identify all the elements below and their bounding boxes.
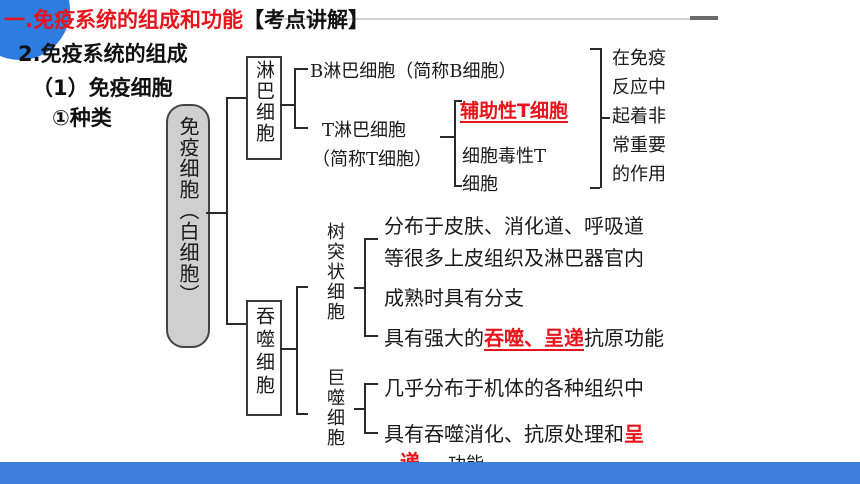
phago-brace-vertical — [296, 286, 298, 414]
cytotoxic-t-text-2: 细胞 — [462, 174, 498, 195]
dend-item-3-post: 抗原功能 — [584, 326, 664, 350]
t-cell-text-2: （简称T细胞） — [312, 149, 433, 170]
macro-item-2-pre: 具有吞噬消化、抗原处理和 — [384, 422, 624, 446]
role-brace-bottom-arm — [590, 187, 600, 189]
footer-bar — [0, 462, 860, 484]
dend-brace-stem — [354, 287, 364, 289]
phago-brace-stem — [280, 348, 296, 350]
lymph-brace-bottom — [294, 127, 308, 129]
dendritic-label: 树突状细胞 — [324, 222, 345, 322]
dend-item-3: 具有强大的吞噬、呈递抗原功能 — [384, 322, 664, 351]
t-brace-top — [454, 100, 462, 102]
decor-top-line — [270, 18, 710, 20]
dend-brace-top — [364, 238, 378, 240]
macro-item-2: 具有吞噬消化、抗原处理和呈 — [384, 418, 644, 447]
role-brace-stem — [602, 117, 610, 119]
section-subtitle: 2.免疫系统的组成 — [18, 42, 188, 66]
role-line-3: 起着非 — [612, 106, 666, 127]
macrophage-label: 巨噬细胞 — [324, 368, 345, 448]
b-cell-text: B淋巴细胞（简称B细胞） — [310, 61, 517, 82]
lymph-brace-stem — [280, 104, 294, 106]
lymphocyte-box — [246, 56, 282, 160]
dend-brace-bottom — [364, 335, 378, 337]
phagocyte-box — [246, 300, 282, 416]
root-brace-stem — [206, 212, 226, 214]
macro-brace-stem — [354, 408, 364, 410]
macro-brace-bottom — [364, 432, 378, 434]
helper-t-cell-answer: 辅助性T细胞 — [460, 100, 568, 122]
t-brace-vertical — [454, 100, 456, 186]
phago-brace-bottom — [296, 413, 308, 415]
t-cell-text-1: T淋巴细胞 — [322, 120, 407, 141]
title-text: 一.免疫系统的组成和功能 — [4, 8, 243, 32]
lymph-brace-vertical — [294, 68, 296, 128]
root-brace-top — [226, 97, 246, 99]
dend-item-1-line-2: 等很多上皮组织及淋巴器官内 — [384, 246, 644, 270]
role-line-4: 常重要 — [612, 135, 666, 156]
dend-item-3-answer: 吞噬、呈递 — [484, 326, 584, 350]
title-tag: 【考点讲解】 — [242, 8, 369, 32]
root-brace-vertical — [226, 97, 228, 325]
dend-brace-vertical — [364, 238, 366, 336]
role-line-1: 在免疫 — [612, 48, 666, 69]
root-node — [166, 104, 210, 348]
root-label: 免疫细胞（白细胞） — [176, 116, 200, 305]
dend-item-3-pre: 具有强大的 — [384, 326, 484, 350]
phagocyte-label: 吞噬细胞 — [253, 306, 275, 398]
role-text: 在免疫 反应中 起着非 常重要 的作用 — [612, 44, 666, 189]
phago-brace-top — [296, 286, 308, 288]
page-title: 一.免疫系统的组成和功能【考点讲解】 — [4, 4, 369, 34]
t-brace-bottom — [454, 185, 462, 187]
role-brace-top-arm — [590, 48, 600, 50]
dend-item-2: 成熟时具有分支 — [384, 286, 524, 310]
dend-item-1-line-1: 分布于皮肤、消化道、呼吸道 — [384, 214, 644, 238]
role-line-5: 的作用 — [612, 164, 666, 185]
lymphocyte-label: 淋巴细胞 — [253, 60, 275, 144]
root-brace-bottom — [226, 323, 246, 325]
lymph-brace-top — [294, 68, 308, 70]
macro-item-2-answer-a: 呈 — [624, 422, 644, 446]
role-line-2: 反应中 — [612, 77, 666, 98]
cytotoxic-t-text-1: 细胞毒性T — [462, 146, 547, 167]
macro-item-1: 几乎分布于机体的各种组织中 — [384, 376, 644, 400]
subsection-title: （1）免疫细胞 — [32, 76, 173, 100]
macro-brace-top — [364, 383, 378, 385]
role-brace-vertical — [600, 48, 602, 188]
macro-brace-vertical — [364, 383, 366, 433]
item-title: ①种类 — [52, 106, 112, 130]
t-brace-stem — [440, 136, 454, 138]
decor-top-right-bar — [690, 16, 718, 20]
